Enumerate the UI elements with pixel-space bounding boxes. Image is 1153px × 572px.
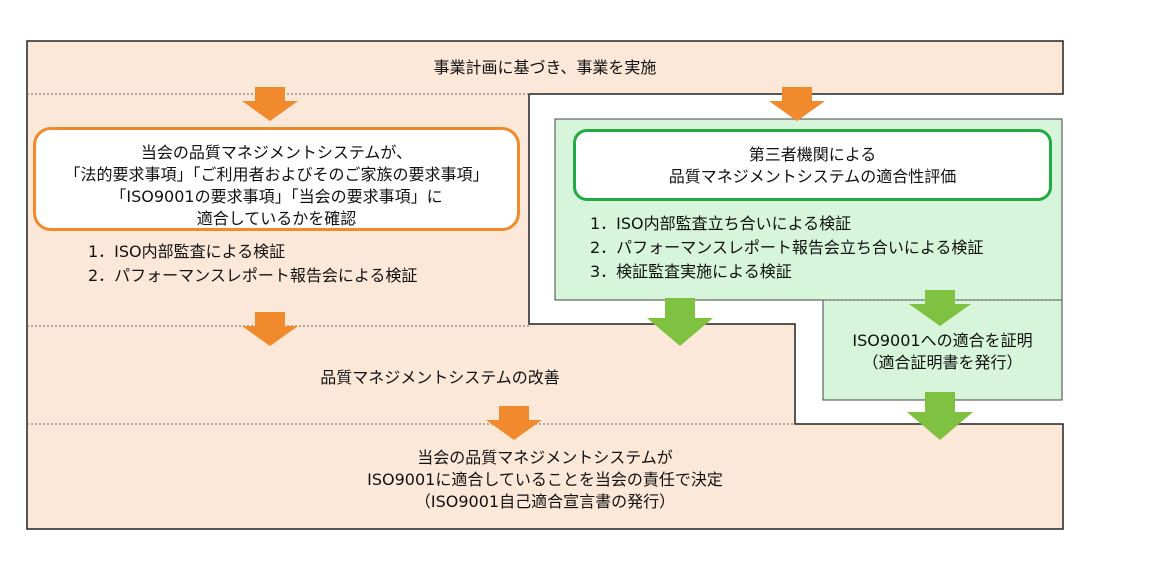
list-item: 1．ISO内部監査立ち合いによる検証 — [590, 214, 852, 233]
bottom-box: 当会の品質マネジメントシステムが ISO9001に適合していることを当会の責任で… — [27, 447, 1063, 513]
orange-arrow-4 — [486, 406, 542, 440]
right-callout-line: 品質マネジメントシステムの適合性評価 — [668, 167, 957, 186]
top-box-text: 事業計画に基づき、事業を実施 — [433, 58, 657, 77]
improvement-text: 品質マネジメントシステムの改善 — [320, 368, 560, 387]
certification-box: ISO9001への適合を証明 （適合証明書を発行） — [823, 330, 1062, 374]
left-callout-line: 「法的要求事項」「ご利用者およびそのご家族の要求事項」 — [64, 165, 489, 184]
certification-line: ISO9001への適合を証明 — [852, 331, 1033, 350]
bottom-line: 当会の品質マネジメントシステムが — [417, 448, 673, 467]
right-callout: 第三者機関による 品質マネジメントシステムの適合性評価 — [573, 129, 1052, 201]
list-item: 2．パフォーマンスレポート報告会による検証 — [88, 266, 418, 285]
list-item: 1．ISO内部監査による検証 — [88, 242, 286, 261]
list-item: 3．検証監査実施による検証 — [590, 262, 792, 281]
green-arrow-1 — [647, 298, 713, 346]
left-verification-list: 1．ISO内部監査による検証 2．パフォーマンスレポート報告会による検証 — [88, 240, 417, 288]
green-arrow-3 — [907, 392, 973, 440]
bottom-line: （ISO9001自己適合宣言書の発行） — [414, 492, 676, 511]
left-callout: 当会の品質マネジメントシステムが、 「法的要求事項」「ご利用者およびそのご家族の… — [33, 127, 520, 231]
orange-arrow-3 — [242, 312, 298, 346]
orange-arrow-2 — [769, 87, 825, 121]
left-callout-line: 当会の品質マネジメントシステムが、 — [140, 143, 413, 162]
green-arrow-2 — [909, 290, 971, 326]
list-item: 2．パフォーマンスレポート報告会立ち合いによる検証 — [590, 238, 984, 257]
certification-line: （適合証明書を発行） — [862, 353, 1023, 372]
bottom-line: ISO9001に適合していることを当会の責任で決定 — [367, 470, 723, 489]
orange-arrow-1 — [242, 87, 298, 121]
right-verification-list: 1．ISO内部監査立ち合いによる検証 2．パフォーマンスレポート報告会立ち合いに… — [590, 212, 983, 284]
left-callout-line: 適合しているかを確認 — [196, 209, 357, 228]
right-callout-line: 第三者機関による — [748, 145, 877, 164]
left-callout-line: 「ISO9001の要求事項」「当会の要求事項」に — [110, 187, 443, 206]
